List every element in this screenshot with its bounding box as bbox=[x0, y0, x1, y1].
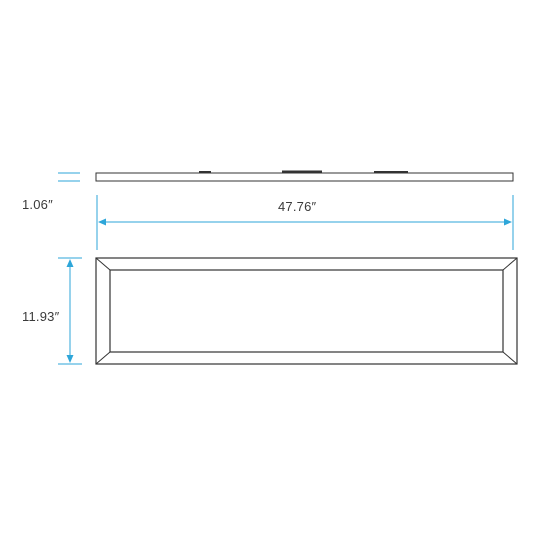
height-label: 1.06″ bbox=[22, 197, 53, 212]
top-view-bevel-tl bbox=[95, 257, 111, 271]
top-view-bevel-bl bbox=[95, 351, 111, 365]
width-label: 47.76″ bbox=[278, 199, 317, 214]
width-arrow-left bbox=[98, 218, 106, 226]
side-view-tab-right bbox=[374, 171, 408, 173]
width-arrow-right bbox=[504, 218, 512, 226]
side-view-body bbox=[95, 172, 514, 182]
side-view-tab-left bbox=[199, 171, 211, 173]
depth-arrow-bottom bbox=[66, 355, 74, 363]
side-view-tab-center bbox=[282, 170, 322, 173]
top-view bbox=[95, 257, 518, 365]
top-view-bevel-br bbox=[502, 351, 518, 365]
depth-label: 11.93″ bbox=[22, 309, 60, 324]
side-view bbox=[95, 170, 514, 182]
top-view-bevel-tr bbox=[502, 257, 518, 271]
width-dimension: 47.76″ bbox=[96, 195, 514, 250]
top-view-inner-panel bbox=[109, 269, 504, 353]
depth-dimension: 11.93″ bbox=[22, 257, 82, 365]
height-dimension: 1.06″ bbox=[22, 172, 80, 212]
depth-arrow-top bbox=[66, 259, 74, 267]
